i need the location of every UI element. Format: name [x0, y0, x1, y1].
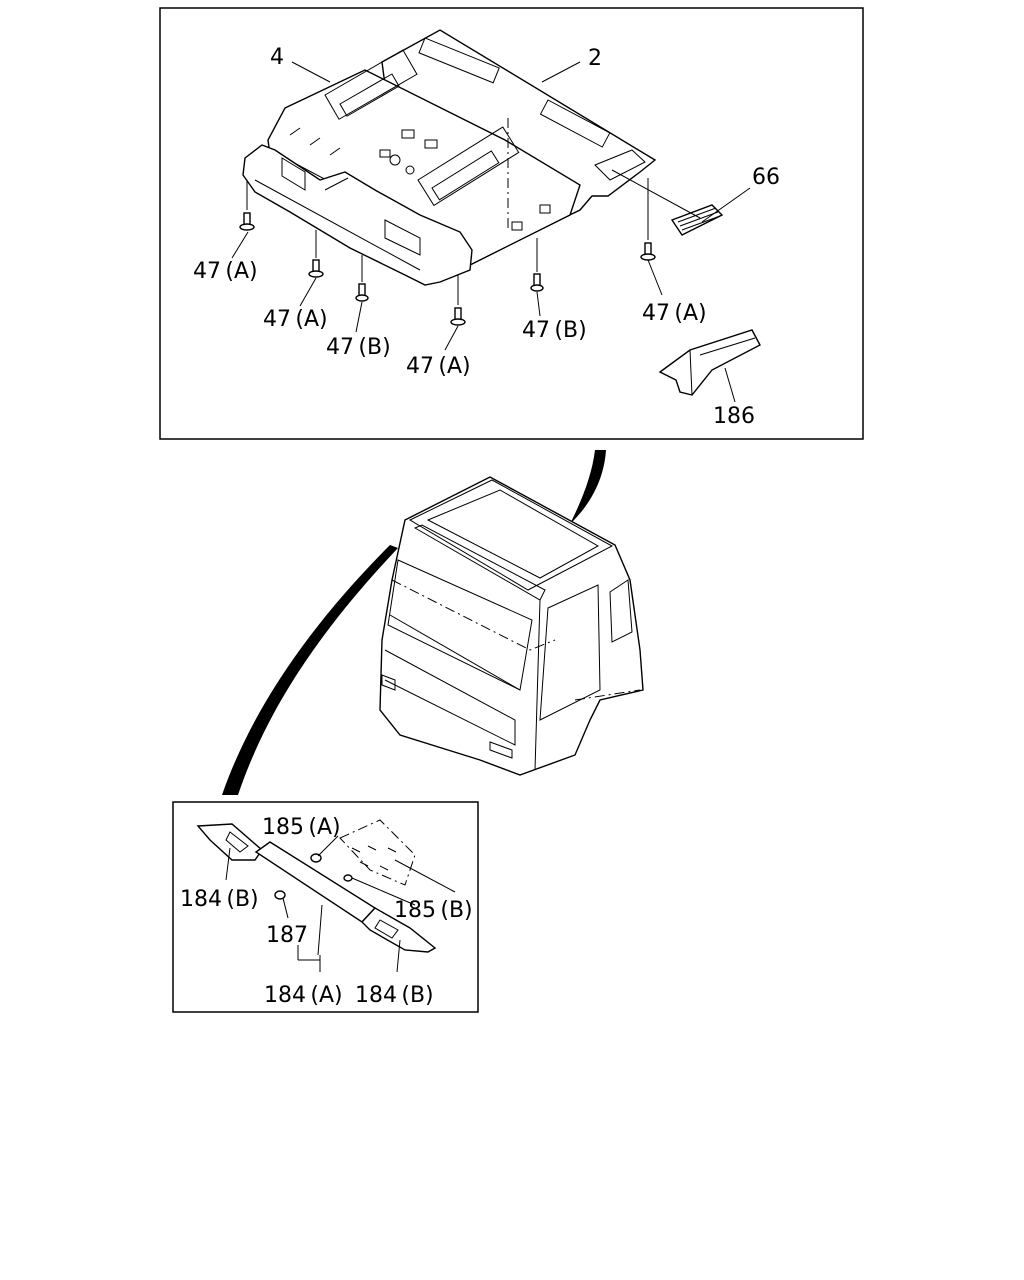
callout-185b: 185 (B) [394, 898, 473, 923]
connector-top [570, 450, 606, 524]
callout-4: 4 [270, 45, 284, 70]
clip-185b [343, 874, 353, 882]
callout-186: 186 [713, 404, 755, 429]
callout-184b-2: 184 (B) [355, 983, 434, 1008]
callout-184a: 184 (A) [264, 983, 343, 1008]
connector-bottom [222, 545, 398, 795]
callout-185a: 185 (A) [262, 815, 341, 840]
front-trim [242, 144, 473, 286]
callout-187: 187 [266, 923, 308, 948]
callout-2: 2 [588, 46, 602, 71]
top-panel-frame [159, 7, 864, 440]
callout-47a-4: 47 (A) [642, 301, 707, 326]
bottom-panel: 185 (A) 184 (B) 185 (B) 187 184 (A) 184 … [172, 801, 479, 1013]
clip-187 [274, 890, 286, 900]
truck-cab [379, 476, 644, 776]
screws-47 [239, 178, 656, 326]
part-186 [658, 329, 761, 396]
callout-47a-2: 47 (A) [263, 307, 328, 332]
top-panel: 4 2 66 47 (A) 47 (A) 47 (B) 47 (A) 47 (B… [159, 7, 864, 440]
bottom-panel-frame [172, 801, 479, 1013]
part-66 [611, 169, 724, 236]
callout-47a-3: 47 (A) [406, 354, 471, 379]
trim-bar [196, 823, 437, 953]
callout-47a-1: 47 (A) [193, 259, 258, 284]
callout-66: 66 [752, 165, 780, 190]
callout-47b-2: 47 (B) [522, 318, 587, 343]
callout-184b-1: 184 (B) [180, 887, 259, 912]
callout-47b-1: 47 (B) [326, 335, 391, 360]
